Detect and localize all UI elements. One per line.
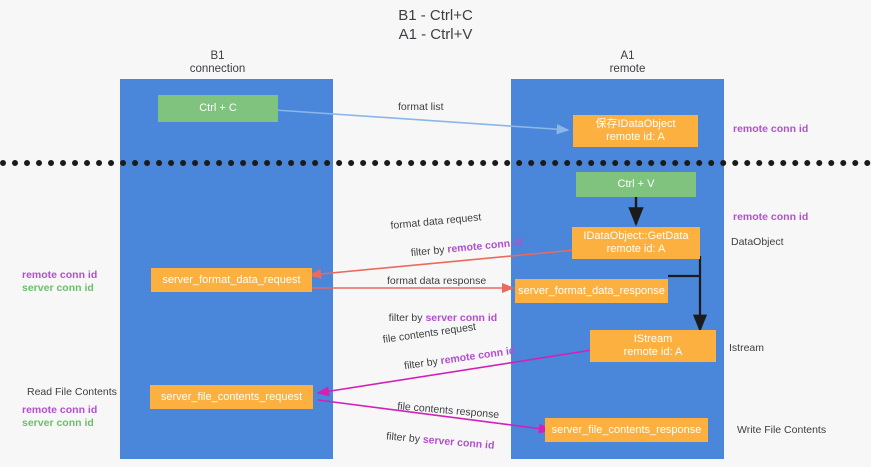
side-label-dataobject: DataObject — [731, 236, 784, 248]
idataobject-box[interactable]: 保存IDataObject remote id: A — [573, 115, 698, 147]
server-conn-id-text-1: server conn id — [425, 312, 498, 324]
edge-label-format-data-response: format data response — [387, 275, 487, 287]
server-file-contents-response-box[interactable]: server_file_contents_response — [545, 418, 708, 442]
column-header-a1: A1 remote — [609, 50, 646, 75]
filter-by-text-4: filter by — [385, 430, 424, 446]
ctrl-v-box[interactable]: Ctrl + V — [576, 172, 696, 197]
edge-label-filter-server-conn-id-1: filter by server conn id — [377, 299, 498, 338]
side-label-left-remote-conn-id: remote conn id — [22, 269, 98, 281]
filter-by-text-1: filter by — [410, 243, 448, 260]
side-label-istream: Istream — [729, 342, 765, 354]
istream-box[interactable]: IStream remote id: A — [590, 330, 716, 362]
phase-divider — [0, 160, 871, 166]
side-label-left-server-conn-id: server conn id — [22, 282, 94, 294]
side-label-left-remote-conn-id-2: remote conn id — [22, 404, 98, 416]
side-label-remote-conn-id-mid: remote conn id — [733, 211, 809, 223]
edge-label-filter-remote-conn-id-1: filter by remote conn id — [392, 224, 525, 275]
idataobject-getdata-box[interactable]: IDataObject::GetData remote id: A — [572, 227, 700, 259]
edge-label-format-data-request-group: format data request filter by remote con… — [390, 208, 524, 275]
side-label-read-file-contents: Read File Contents — [27, 386, 117, 398]
server-conn-id-text-2: server conn id — [422, 433, 495, 452]
remote-conn-id-text-2: remote conn id — [439, 344, 516, 368]
filter-by-text-2: filter by — [388, 312, 426, 324]
server-format-data-request-box[interactable]: server_format_data_request — [151, 268, 312, 292]
side-label-write-file-contents: Write File Contents — [737, 424, 827, 436]
filter-by-text-3: filter by — [403, 355, 442, 373]
ctrl-c-box[interactable]: Ctrl + C — [158, 95, 278, 122]
side-label-remote-conn-id-top: remote conn id — [733, 123, 809, 135]
page-title: B1 - Ctrl+C A1 - Ctrl+V — [398, 7, 473, 43]
edge-label-format-list: format list — [398, 101, 444, 113]
server-file-contents-request-box[interactable]: server_file_contents_request — [150, 385, 313, 409]
column-header-b1: B1 connection — [189, 50, 246, 75]
edge-label-filter-server-conn-id-2: filter by server conn id — [367, 416, 498, 466]
server-format-data-response-box[interactable]: server_format_data_response — [515, 279, 668, 303]
side-label-left-server-conn-id-2: server conn id — [22, 417, 94, 429]
remote-conn-id-text-1: remote conn id — [446, 236, 523, 256]
edge-label-file-contents-response-group: file contents response filter by server … — [367, 398, 500, 466]
